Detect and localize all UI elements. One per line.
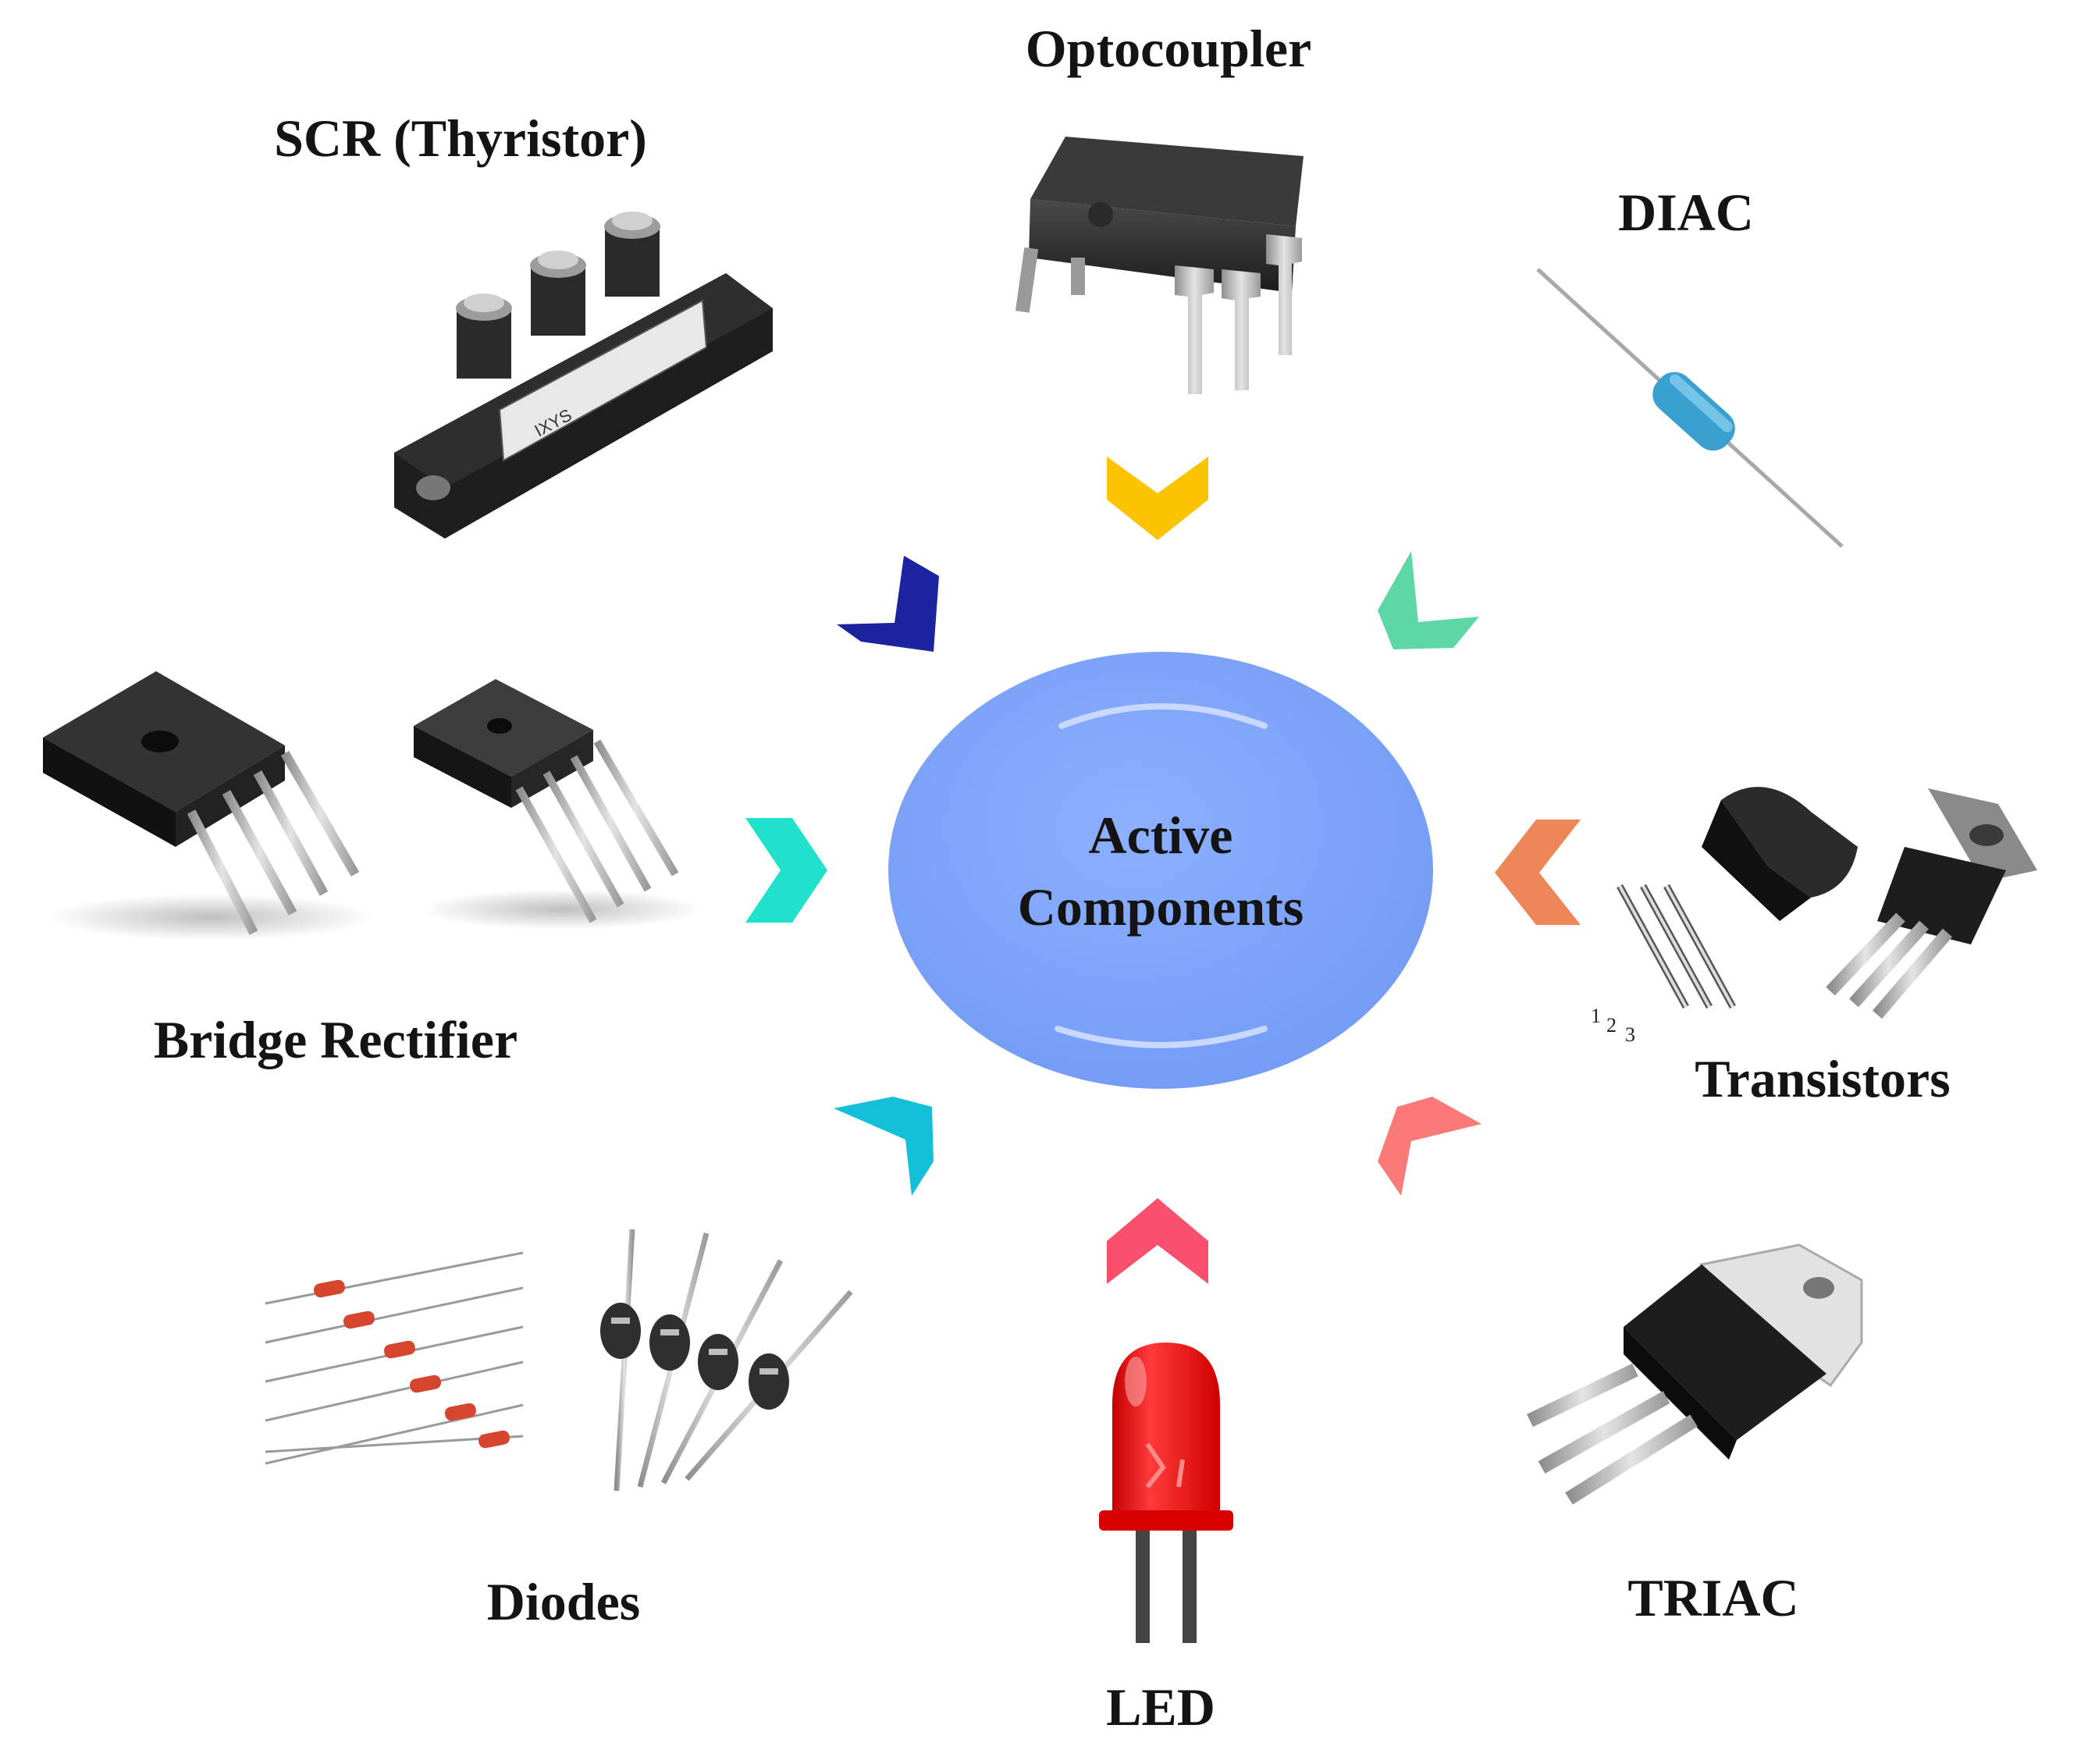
scr-label: SCR (Thyristor)	[274, 108, 647, 168]
diac-label: DIAC	[1618, 183, 1754, 242]
optocoupler-image: Optocoupler	[1015, 19, 1311, 394]
arrow-bottom	[1107, 1198, 1208, 1284]
arrow-left	[745, 818, 827, 923]
bridge-rectifier-label: Bridge Rectifier	[154, 1010, 518, 1069]
triac-image: TRIAC	[1527, 1243, 1863, 1627]
led-label: LED	[1106, 1677, 1215, 1737]
arrow-top-right	[1378, 551, 1479, 649]
scr-image: IXYS SCR (Thyristor)	[274, 108, 773, 539]
transistor-pin-3: 3	[1625, 1023, 1635, 1046]
transistor-pin-2: 2	[1606, 1014, 1617, 1037]
optocoupler-label: Optocoupler	[1026, 19, 1311, 78]
arrow-top-left	[837, 556, 939, 652]
bridge-rectifier-image: Bridge Rectifier	[43, 671, 702, 1069]
arrow-bottom-left	[834, 1097, 934, 1196]
ellipse-highlight-top	[1058, 703, 1268, 729]
ellipse-highlight-bottom	[1055, 1026, 1268, 1048]
diac-image: DIAC	[1536, 183, 1844, 548]
arrow-top	[1107, 457, 1208, 540]
transistors-label: Transistors	[1695, 1049, 1950, 1108]
diodes-image: Diodes	[265, 1229, 853, 1631]
arrow-bottom-right	[1378, 1097, 1481, 1196]
center-node: Active Components	[888, 652, 1433, 1089]
arrow-right	[1495, 820, 1581, 925]
center-title-line1: Active	[1088, 806, 1232, 865]
transistors-image: 1 2 3 Transistors	[1591, 787, 2037, 1108]
triac-label: TRIAC	[1627, 1568, 1798, 1627]
center-ellipse	[888, 652, 1433, 1089]
center-title-line2: Components	[1018, 877, 1304, 937]
diodes-label: Diodes	[487, 1572, 640, 1631]
transistor-pin-1: 1	[1591, 1005, 1601, 1027]
led-image: LED	[1099, 1343, 1233, 1737]
